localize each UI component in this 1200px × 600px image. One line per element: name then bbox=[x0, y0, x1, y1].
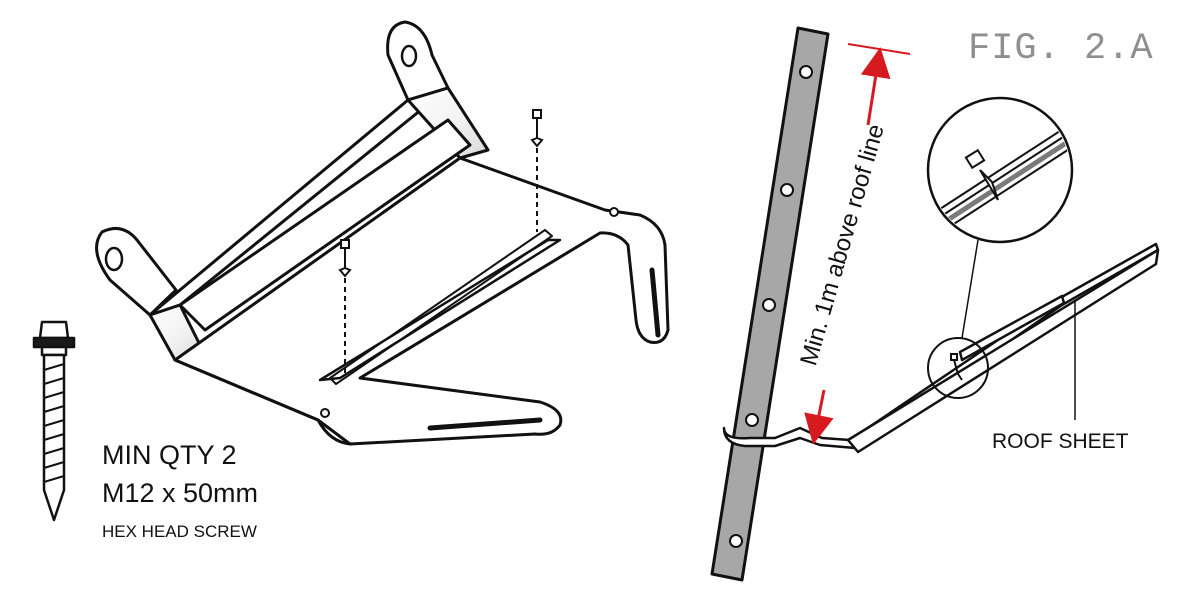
dimension-arrow-lower bbox=[804, 389, 834, 445]
dimension-top-line bbox=[847, 43, 911, 55]
bracket-slot-front bbox=[427, 417, 543, 431]
roof-sheet bbox=[846, 248, 1160, 454]
bracket-right-ear bbox=[386, 20, 450, 102]
detail-leader-line bbox=[961, 239, 979, 339]
height-dimension bbox=[804, 43, 911, 445]
bracket-slot-right bbox=[649, 267, 661, 338]
roof-screw bbox=[950, 353, 963, 381]
dimension-arrow-upper bbox=[860, 47, 891, 126]
pole-hole bbox=[745, 413, 759, 427]
roof-flashing bbox=[722, 242, 1160, 450]
roof-assembly bbox=[722, 242, 1160, 454]
detail-callout-circle bbox=[927, 337, 989, 399]
pole-hole bbox=[762, 298, 776, 312]
bracket-right-ear-hole bbox=[400, 44, 418, 68]
screw-type: HEX HEAD SCREW bbox=[102, 522, 257, 541]
bracket-hole-rear bbox=[609, 207, 619, 217]
bracket-screw-right bbox=[530, 109, 544, 232]
bracket-left-ear-hole bbox=[104, 246, 124, 272]
figure-label: FIG. 2.A bbox=[968, 28, 1154, 70]
screw-quantity: MIN QTY 2 bbox=[102, 440, 237, 470]
bracket-base-cutout bbox=[318, 238, 562, 382]
pole-hole bbox=[780, 183, 794, 197]
bracket-slot-left bbox=[329, 229, 553, 385]
hex-head-screw-icon bbox=[32, 320, 76, 522]
pole-hole bbox=[799, 65, 813, 79]
mounting-bracket bbox=[95, 20, 670, 446]
roof-sheet-label: ROOF SHEET bbox=[992, 430, 1129, 453]
roof-sheet-overlap bbox=[958, 294, 1066, 362]
bracket-screw-left bbox=[338, 239, 352, 375]
screw-size: M12 x 50mm bbox=[102, 478, 259, 508]
bracket-front-edge bbox=[173, 358, 352, 446]
bracket-hole-front bbox=[320, 408, 330, 418]
detail-magnifier bbox=[926, 96, 1074, 244]
pole-hole bbox=[729, 534, 743, 548]
bracket-inner-rail bbox=[178, 118, 472, 332]
